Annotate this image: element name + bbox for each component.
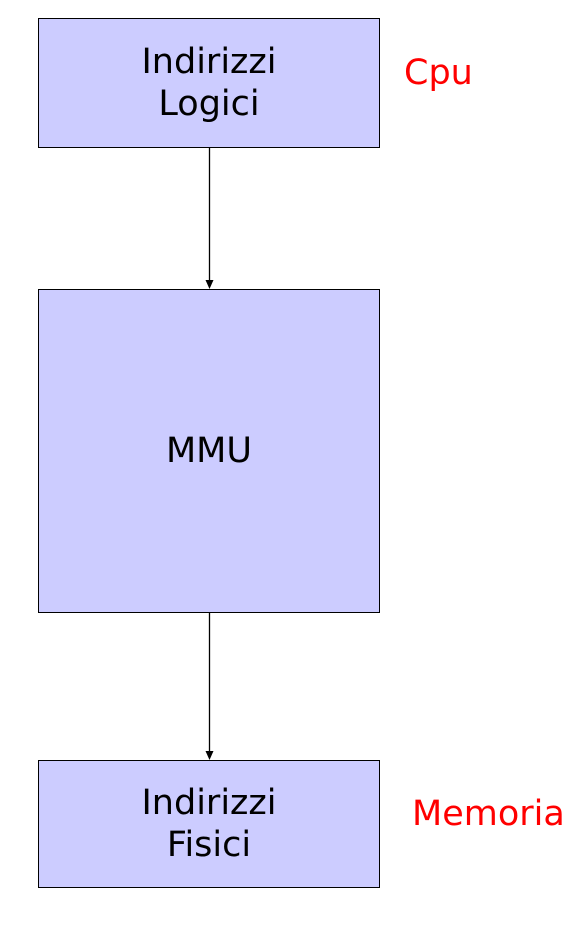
logical-addresses-line2: Logici: [158, 84, 260, 124]
logical-addresses-box: Indirizzi Logici: [38, 18, 380, 148]
cpu-label: Cpu: [404, 53, 473, 93]
memory-label: Memoria: [412, 794, 565, 834]
logical-addresses-line1: Indirizzi: [141, 42, 277, 82]
physical-addresses-box: Indirizzi Fisici: [38, 760, 380, 888]
mmu-box: MMU: [38, 289, 380, 613]
arrowhead-into-mmu: [205, 280, 214, 289]
arrowhead-into-physical: [205, 751, 214, 760]
mmu-label: MMU: [165, 431, 252, 471]
physical-addresses-line1: Indirizzi: [141, 783, 277, 823]
physical-addresses-line2: Fisici: [166, 825, 252, 865]
